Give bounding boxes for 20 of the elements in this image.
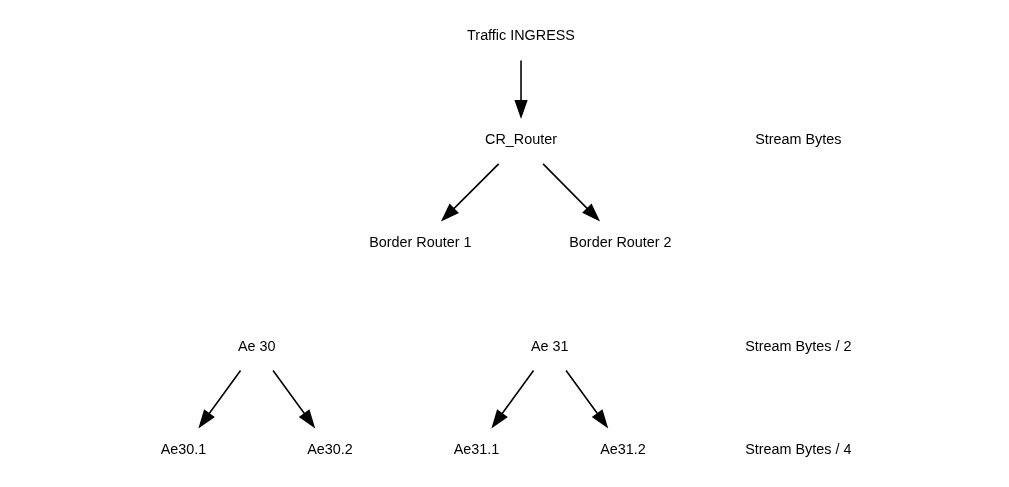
node-text: Ae31.1 — [453, 440, 499, 457]
label: Stream Bytes / 2 — [744, 337, 851, 354]
node-text: Border Router 1 — [368, 234, 471, 251]
node-text: Ae 31 — [530, 337, 569, 354]
arrow — [564, 369, 608, 429]
label: Stream Bytes / 4 — [744, 440, 851, 457]
node-text: Border Router 2 — [568, 234, 672, 251]
node-text: Ae30.2 — [306, 440, 353, 457]
arrow — [271, 369, 315, 429]
arrow — [490, 369, 534, 429]
node-text: Ae 30 — [237, 337, 276, 354]
node-text: Traffic INGRESS — [466, 27, 575, 44]
node-text: CR_Router — [484, 130, 557, 147]
arrow — [541, 163, 600, 222]
label: Stream Bytes — [754, 130, 841, 147]
node-text: Ae30.1 — [160, 440, 206, 457]
node-text: Ae31.2 — [599, 440, 646, 457]
arrow — [197, 369, 241, 429]
arrow — [513, 59, 528, 119]
arrow — [440, 163, 499, 222]
